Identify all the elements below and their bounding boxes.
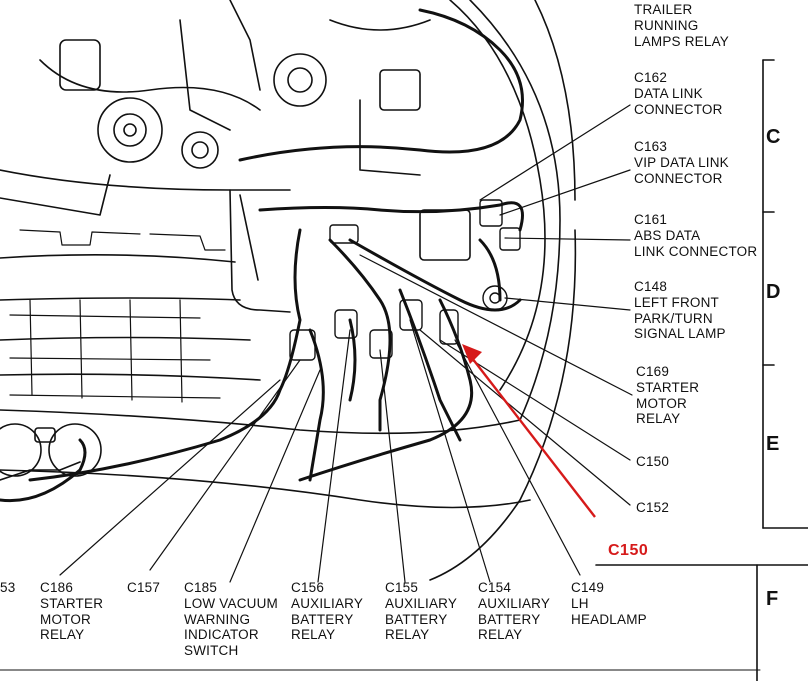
grille (9, 229, 226, 403)
engine-components (39, 0, 471, 261)
label-c156: C156 AUXILIARY BATTERY RELAY (291, 580, 364, 643)
highlight-arrow (462, 344, 596, 518)
label-trailer-running-lamps-relay: TRAILER RUNNING LAMPS RELAY (634, 2, 729, 49)
label-c157: C157 (127, 580, 161, 595)
label-c155: C155 AUXILIARY BATTERY RELAY (385, 580, 458, 643)
label-c169: C169 STARTER MOTOR RELAY (636, 364, 700, 427)
label-partial-53: 53 (0, 580, 16, 595)
label-c150-highlight: C150 (608, 542, 649, 559)
zone-c: C (766, 126, 781, 148)
label-c149: C149 LH HEADLAMP (571, 580, 647, 627)
label-c186: C186 STARTER MOTOR RELAY (40, 580, 104, 643)
label-c150: C150 (636, 454, 670, 469)
label-c162: C162 DATA LINK CONNECTOR (634, 70, 723, 117)
connector-cluster (289, 199, 521, 361)
vehicle-body-outline (0, 0, 577, 581)
zone-d: D (766, 281, 781, 303)
horn-assembly (0, 423, 102, 481)
zone-e: E (766, 433, 780, 455)
label-c163: C163 VIP DATA LINK CONNECTOR (634, 139, 729, 186)
label-c152: C152 (636, 500, 670, 515)
label-c185: C185 LOW VACUUM WARNING INDICATOR SWITCH (184, 580, 279, 659)
label-c148: C148 LEFT FRONT PARK/TURN SIGNAL LAMP (634, 279, 726, 342)
wiring-harness (0, 8, 524, 503)
label-c154: C154 AUXILIARY BATTERY RELAY (478, 580, 551, 643)
label-c161: C161 ABS DATA LINK CONNECTOR (634, 212, 758, 259)
zone-f: F (766, 588, 779, 610)
zone-frame (0, 59, 808, 681)
